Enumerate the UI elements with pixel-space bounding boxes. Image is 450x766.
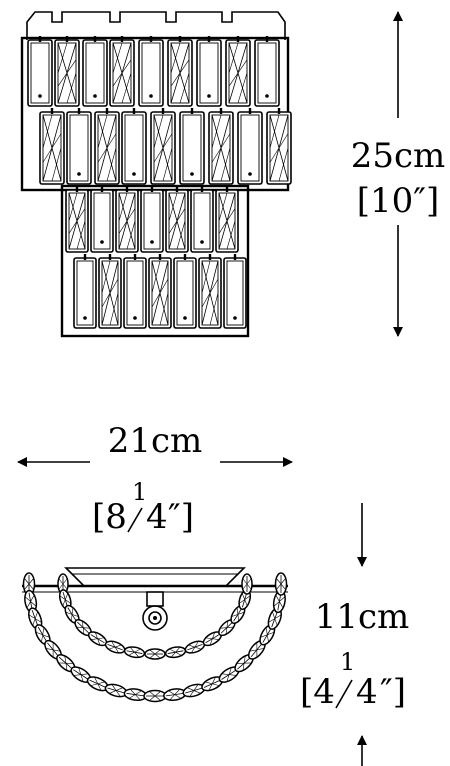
depth-imperial-close: ″] <box>380 672 406 712</box>
crystal-prism <box>98 254 122 329</box>
crystal-prism <box>82 36 108 107</box>
crystal-bead <box>238 589 252 611</box>
crystal-prism <box>173 254 197 329</box>
crystal-bead <box>64 604 80 625</box>
crystal-prism <box>138 36 164 107</box>
crystal-prism <box>254 36 280 107</box>
crystal-prism <box>196 36 222 107</box>
width-fraction-slash <box>127 507 143 533</box>
crystal-bead <box>274 572 288 596</box>
crystal-prism <box>140 186 164 253</box>
outer-crystal-chain <box>22 572 288 703</box>
crystal-bead <box>241 573 253 595</box>
depth-imperial-denominator: 4 <box>356 672 378 712</box>
crystal-prism <box>150 108 176 185</box>
crystal-prism <box>123 254 147 329</box>
crystal-prism <box>66 108 92 185</box>
crystal-bead <box>70 666 92 683</box>
crystal-prism <box>225 36 251 107</box>
top-view-sconce <box>22 567 288 703</box>
crystal-bead <box>230 604 246 625</box>
crystal-bead <box>267 607 282 630</box>
width-imperial-close: ″] <box>168 497 194 537</box>
front-view-sconce <box>20 11 292 338</box>
crystal-prism <box>94 108 120 185</box>
depth-metric-label: 11cm <box>315 597 410 637</box>
depth-imperial-numerator: 1 <box>340 648 355 676</box>
crystal-prism <box>165 186 189 253</box>
crystal-prism <box>115 186 139 253</box>
crystal-prism <box>27 36 53 107</box>
depth-fraction-slash <box>335 679 353 709</box>
crystal-bead <box>182 683 206 698</box>
canopy-plate <box>64 567 246 587</box>
crenellated-backplate-top <box>26 11 286 40</box>
crystal-prism <box>208 108 234 185</box>
crystal-prism <box>237 108 263 185</box>
crystal-prism <box>109 36 135 107</box>
width-metric-label: 21cm <box>108 421 203 461</box>
crystal-bead <box>104 683 128 698</box>
crystal-prism <box>148 254 172 329</box>
crystal-prism <box>54 36 80 107</box>
depth-dimension: 11cm [4 1 4 ″] <box>300 503 409 766</box>
crystal-bead <box>58 589 72 611</box>
height-imperial-label: [10″] <box>357 181 440 221</box>
crystal-bead <box>123 688 147 702</box>
crystal-bead <box>123 646 146 659</box>
crystal-bead <box>104 640 126 654</box>
crystal-prism <box>90 186 114 253</box>
width-imperial-open: [8 <box>92 497 127 537</box>
crystal-prism <box>215 186 239 253</box>
width-dimension: 21cm [8 1 4 ″] <box>17 421 293 537</box>
inner-crystal-chain <box>57 573 253 660</box>
crystal-bead <box>144 648 166 660</box>
crystal-prism <box>65 186 89 253</box>
crystal-bead <box>164 646 187 659</box>
crystal-bead <box>163 688 187 702</box>
depth-imperial-open: [4 <box>300 672 335 712</box>
crystal-prism <box>198 254 222 329</box>
crystal-bead <box>143 689 167 703</box>
crystal-bead <box>87 631 108 647</box>
crystal-prism <box>121 108 147 185</box>
width-imperial-numerator: 1 <box>132 478 147 506</box>
crystal-prism <box>179 108 205 185</box>
crystal-prism <box>39 108 65 185</box>
crystal-prism <box>73 254 97 329</box>
crystal-bead <box>218 666 240 683</box>
crystal-bead <box>44 639 63 660</box>
crystal-prism <box>190 186 214 253</box>
height-metric-label: 25cm <box>351 136 446 176</box>
upper-tier-crystals <box>27 36 292 185</box>
crystal-bead <box>86 676 109 692</box>
crystal-bead <box>184 640 206 654</box>
mount-fixture <box>142 605 168 631</box>
lower-tier-crystals <box>65 186 247 329</box>
crystal-prism <box>266 108 292 185</box>
crystal-prism <box>167 36 193 107</box>
height-dimension: 25cm [10″] <box>351 11 446 337</box>
lower-tier-frame <box>60 184 250 338</box>
width-imperial-denominator: 4 <box>146 497 168 537</box>
crystal-prism <box>223 254 247 329</box>
